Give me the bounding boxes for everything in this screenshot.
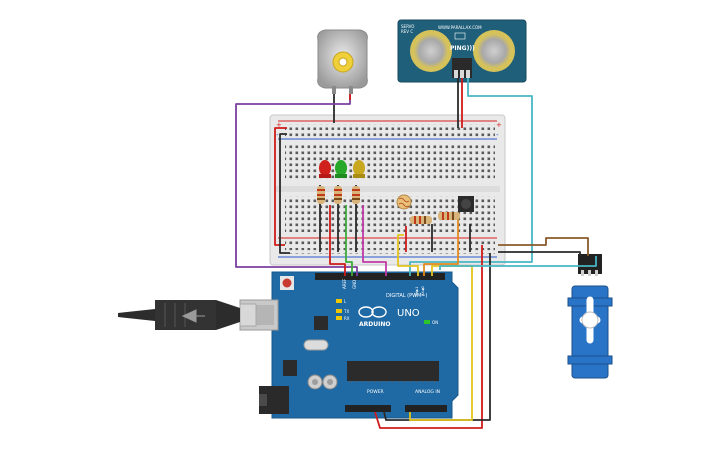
- voltage-regulator: [283, 360, 297, 376]
- ldr-wire-yellow: [397, 234, 419, 276]
- power-header: [345, 405, 391, 412]
- aref-label: AREF: [342, 278, 347, 289]
- tx0-label: TX▶1: [415, 287, 419, 297]
- led-wire-green: [345, 205, 353, 276]
- ping-model: PING))): [450, 45, 475, 52]
- resistor-ldr: [410, 216, 432, 224]
- resistor-2: [334, 186, 342, 204]
- led-red: [319, 160, 331, 178]
- button-wire-orange: [423, 220, 459, 276]
- led-green: [335, 160, 347, 178]
- top-power-rail: + - + -: [276, 120, 502, 140]
- ping-brand-line1: SERVO: [401, 24, 414, 29]
- usb-cable: [118, 300, 257, 330]
- bottom-power-rail: [278, 237, 497, 258]
- analog-header: [405, 405, 447, 412]
- rail-jumper-black: [279, 133, 290, 254]
- ping-ultrasonic-sensor: SERVO REV C WWW.PARALLAX.COM PING))): [397, 19, 527, 83]
- led-wire-red: [329, 205, 346, 276]
- arduino-logo: ARDUINO UNO: [358, 306, 420, 328]
- resistor-button: [438, 212, 460, 220]
- led-yellow: [353, 160, 365, 178]
- rail-plus-label: +: [276, 121, 282, 129]
- rx0-label: RX◀0: [421, 286, 425, 296]
- power-label: POWER: [367, 389, 384, 395]
- motor-wire-purple: [235, 94, 358, 276]
- terminal-strip-top: [285, 145, 495, 181]
- crystal: [303, 339, 329, 351]
- power-wire-red: [374, 245, 483, 429]
- resistor-3: [352, 186, 360, 204]
- dc-motor: [317, 29, 368, 94]
- servo-motor: [567, 254, 613, 379]
- analog-label: ANALOG IN: [415, 389, 440, 395]
- digital-header: [315, 273, 445, 280]
- led-rx-label: RX: [344, 316, 350, 321]
- servo-wire-signal: [439, 256, 597, 270]
- resistor-1: [317, 186, 325, 204]
- ping-website: WWW.PARALLAX.COM: [438, 25, 482, 30]
- servo-wire-gnd: [498, 251, 581, 256]
- wires: [235, 78, 597, 429]
- pushbutton[interactable]: [458, 196, 474, 212]
- servo-wire-brown: [498, 237, 589, 256]
- arduino-brand: ARDUINO: [359, 321, 390, 328]
- rail-minus-label: -: [276, 131, 279, 139]
- led-tx-label: TX: [343, 309, 349, 314]
- arduino-model: UNO: [397, 308, 420, 319]
- ping-wire-signal: [409, 78, 533, 276]
- digital-label: DIGITAL (PWM~): [386, 293, 428, 299]
- photoresistor: [396, 194, 412, 210]
- on-label: ON: [432, 320, 438, 325]
- rail-plus-label-right: +: [496, 121, 502, 129]
- rail-minus-label-right: -: [496, 131, 499, 139]
- gnd-label: GND: [352, 280, 357, 289]
- arduino-uno: AREF GND DIGITAL (PWM~) TX▶1 RX◀0 L TX R…: [239, 271, 459, 419]
- center-channel: [276, 186, 500, 192]
- usb-chip: [314, 316, 328, 330]
- atmega-chip: [347, 361, 439, 381]
- led-wire-magenta: [362, 205, 387, 276]
- led-l-label: L: [344, 299, 347, 304]
- analog-wire-yellow: [409, 265, 473, 421]
- ping-brand-line2: REV C: [401, 29, 413, 34]
